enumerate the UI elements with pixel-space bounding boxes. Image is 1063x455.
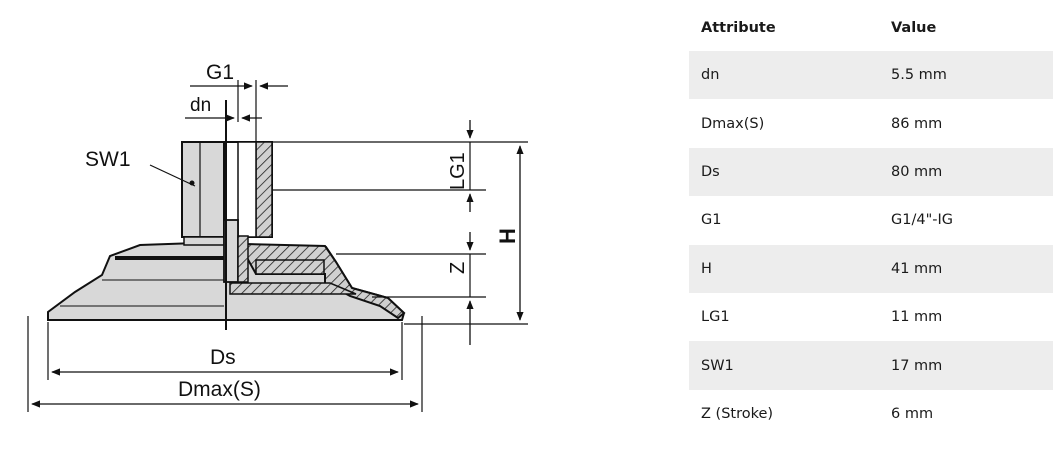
cell-value: 11 mm	[879, 292, 1053, 342]
spec-table: Attribute Value dn 5.5 mm Dmax(S) 86 mm …	[689, 5, 1053, 439]
cell-attribute: LG1	[689, 292, 879, 342]
dim-g1	[190, 80, 288, 142]
table-row: H 41 mm	[689, 244, 1053, 293]
cell-attribute: Ds	[689, 147, 879, 197]
table-row: dn 5.5 mm	[689, 51, 1053, 100]
cell-attribute: SW1	[689, 341, 879, 390]
table-row: Ds 80 mm	[689, 147, 1053, 197]
table-header-row: Attribute Value	[689, 5, 1053, 51]
cell-value: 41 mm	[879, 244, 1053, 293]
cell-value: 17 mm	[879, 341, 1053, 390]
cross-section-hatch	[229, 242, 406, 320]
nut-section	[223, 141, 273, 283]
extension-lines	[272, 141, 528, 325]
label-dn: dn	[190, 95, 211, 116]
table-row: LG1 11 mm	[689, 292, 1053, 342]
cell-attribute: Dmax(S)	[689, 99, 879, 148]
dim-ds	[47, 322, 403, 380]
cell-value: 80 mm	[879, 147, 1053, 197]
table-row: SW1 17 mm	[689, 341, 1053, 390]
suction-cup-drawing: G1 dn SW1 LG1 Z	[27, 61, 528, 412]
cell-value: 86 mm	[879, 99, 1053, 148]
cell-attribute: dn	[689, 51, 879, 100]
header-value: Value	[891, 20, 937, 36]
label-ds: Ds	[210, 346, 236, 369]
cell-attribute: Z (Stroke)	[689, 389, 879, 439]
hex-nut	[181, 141, 225, 246]
header-attribute: Attribute	[701, 20, 776, 36]
label-lg1: LG1	[447, 152, 469, 190]
dim-dmax	[27, 316, 423, 412]
cell-attribute: H	[689, 244, 879, 293]
table-row: G1 G1/4"-IG	[689, 196, 1053, 245]
cell-attribute: G1	[689, 196, 879, 245]
label-z: Z	[447, 262, 469, 274]
cell-value: 5.5 mm	[879, 51, 1053, 100]
table-row: Dmax(S) 86 mm	[689, 99, 1053, 148]
label-g1: G1	[206, 61, 234, 84]
label-h: H	[495, 228, 520, 244]
technical-drawing-svg: G1 dn SW1 LG1 Z	[27, 61, 528, 412]
label-sw1: SW1	[85, 148, 131, 171]
label-dmax: Dmax(S)	[178, 378, 261, 401]
cell-value: 6 mm	[879, 389, 1053, 439]
cell-value: G1/4"-IG	[879, 196, 1053, 245]
table-row: Z (Stroke) 6 mm	[689, 389, 1053, 439]
